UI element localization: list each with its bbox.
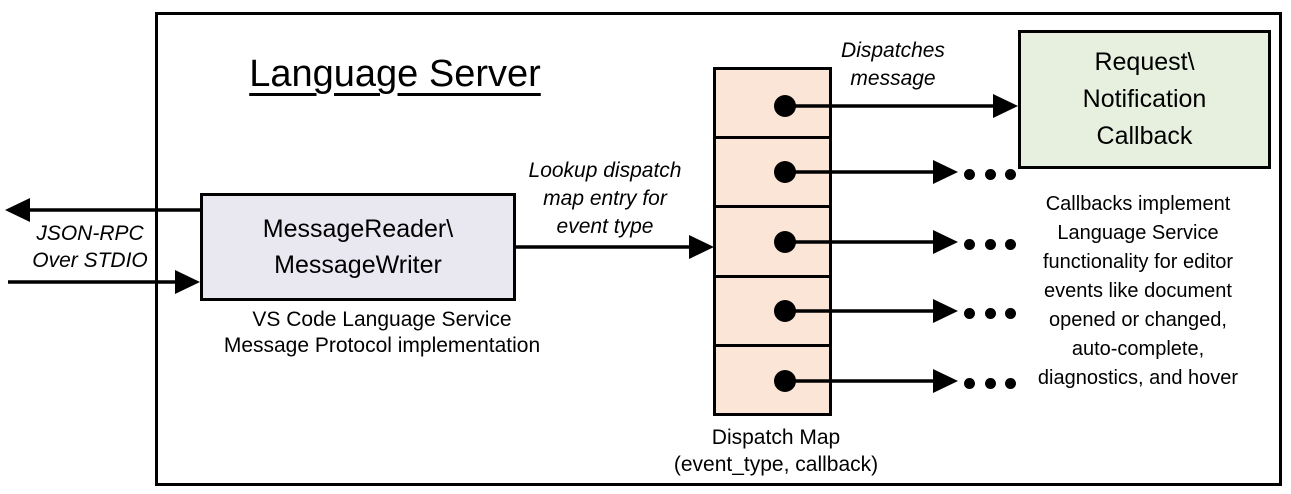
message-reader-writer-box: MessageReader\ MessageWriter (200, 193, 516, 301)
dispatch-cell-1 (716, 70, 829, 140)
dispatch-map-label: Dispatch Map (event_type, callback) (673, 426, 879, 476)
ellipsis-row-5 (964, 376, 1016, 390)
request-notification-callback-box: Request\ Notification Callback (1018, 30, 1271, 169)
dispatch-cell-2 (716, 139, 829, 209)
callbacks-note: Callbacks implement Language Service fun… (1037, 193, 1239, 389)
dispatch-cell-4 (716, 278, 829, 347)
ellipsis-row-3 (964, 237, 1016, 251)
ellipsis-row-2 (964, 167, 1016, 181)
ellipsis-row-4 (964, 306, 1016, 320)
json-rpc-stdio-label: JSON-RPC Over STDIO (32, 222, 148, 272)
dispatches-message-label: Dispatches message (841, 39, 945, 90)
diagram-title: Language Server (249, 53, 541, 95)
dispatch-cell-3 (716, 208, 829, 278)
callback-box-label: Request\ Notification Callback (1082, 48, 1207, 150)
message-box-label: MessageReader\ MessageWriter (262, 215, 454, 279)
dispatch-map (713, 67, 832, 416)
dispatch-cell-5 (716, 347, 829, 413)
language-server-boundary (155, 12, 1282, 486)
lookup-dispatch-label: Lookup dispatch map entry for event type (528, 159, 682, 238)
message-box-caption: VS Code Language Service Message Protoco… (223, 308, 541, 357)
